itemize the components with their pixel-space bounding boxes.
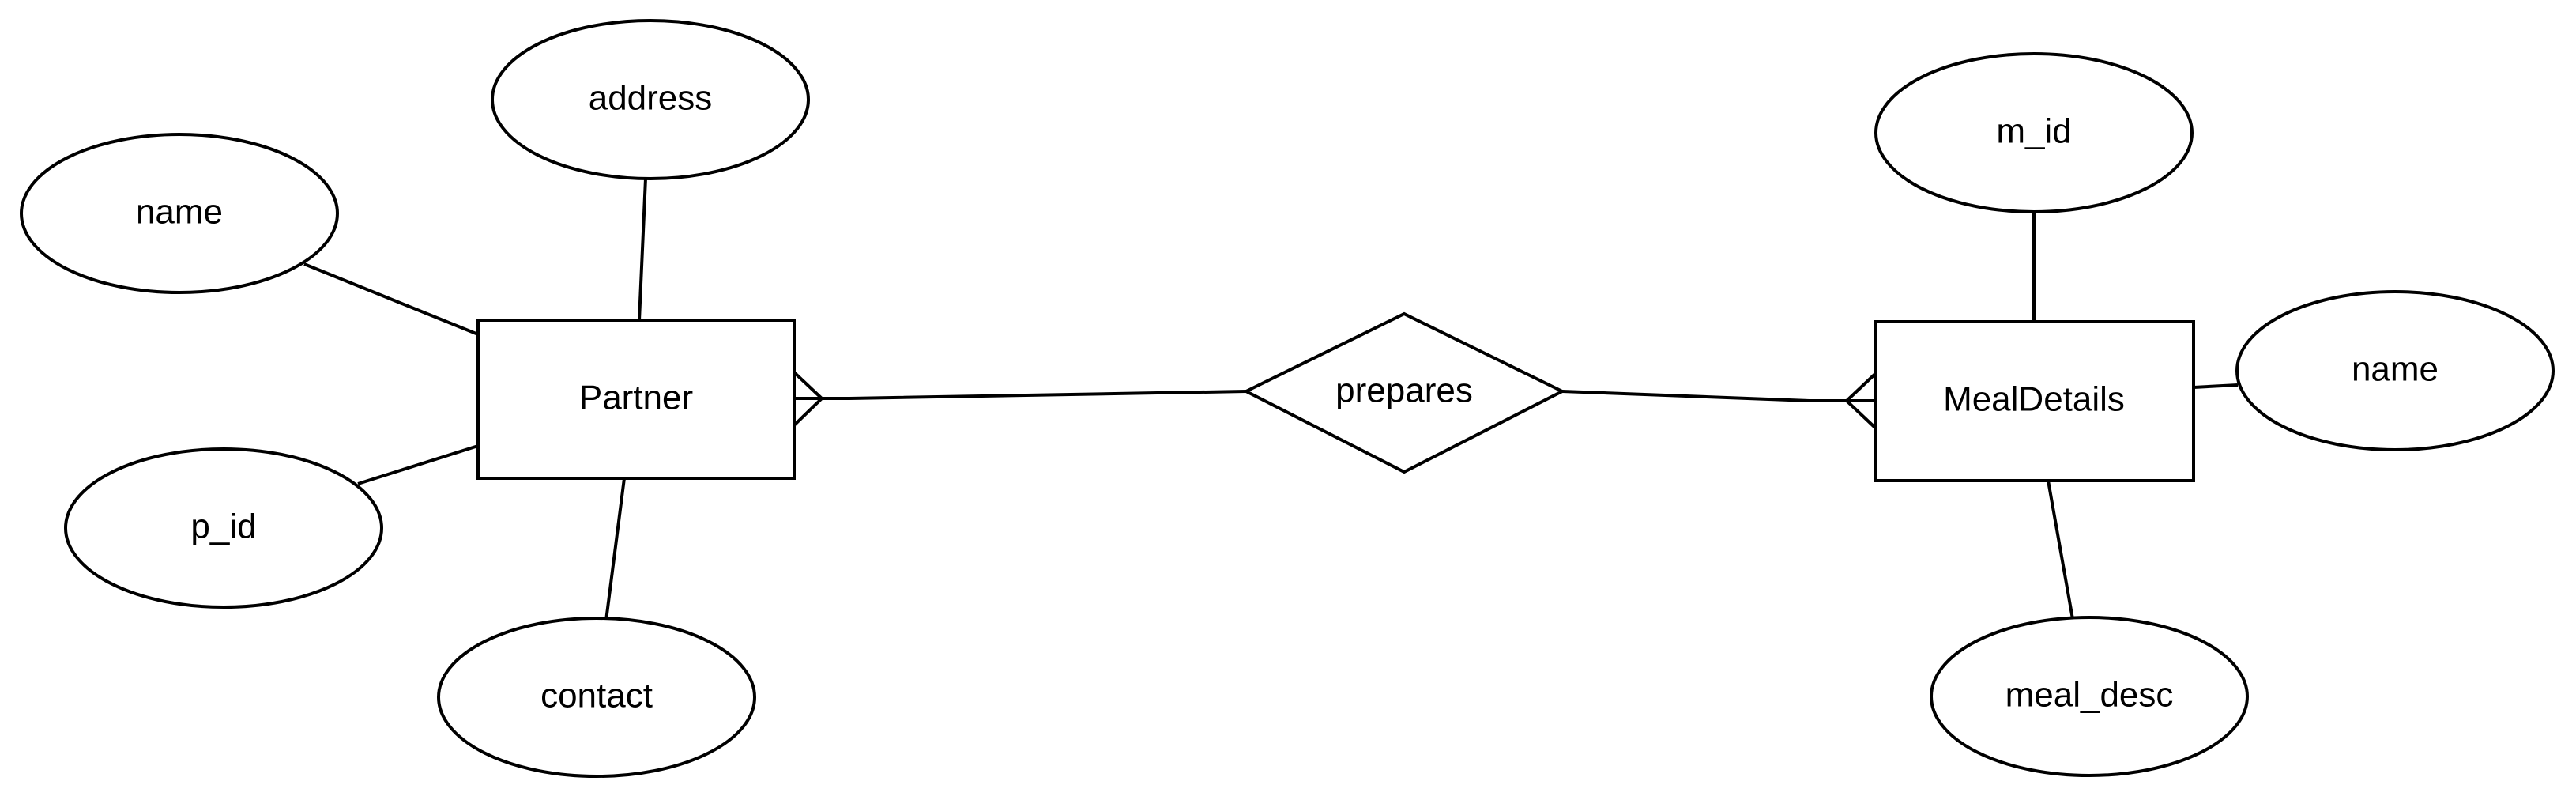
attribute-m-id-label: m_id xyxy=(1996,112,2071,151)
edge-prepares-mealdetails xyxy=(1561,390,1875,402)
attribute-address: address xyxy=(491,19,810,180)
attribute-m-id: m_id xyxy=(1874,52,2194,213)
edge-name-mealdetails xyxy=(2193,383,2239,389)
relationship-prepares-label: prepares xyxy=(1335,372,1473,410)
edge-partner-prepares xyxy=(794,390,1247,400)
relationship-prepares: prepares xyxy=(1242,311,1566,474)
edge-address-partner xyxy=(638,178,647,321)
crowsfoot-mealdetails xyxy=(1844,372,1877,429)
attribute-meal-desc-label: meal_desc xyxy=(2005,676,2174,715)
entity-mealdetails: MealDetails xyxy=(1874,320,2195,482)
attribute-p-id-label: p_id xyxy=(190,508,256,546)
attribute-name-partner-label: name xyxy=(136,193,223,232)
edge-mealdesc-mealdetails xyxy=(2047,480,2074,620)
edge-pid-partner xyxy=(357,444,479,485)
edge-name-partner xyxy=(303,262,479,336)
attribute-contact-label: contact xyxy=(540,677,653,715)
attribute-name-meal: name xyxy=(2235,290,2555,451)
entity-partner: Partner xyxy=(476,319,796,480)
edge-contact-partner xyxy=(604,477,626,621)
entity-partner-label: Partner xyxy=(579,379,693,417)
crowsfoot-partner xyxy=(793,371,824,427)
attribute-address-label: address xyxy=(589,79,713,118)
entity-mealdetails-label: MealDetails xyxy=(1943,380,2125,419)
attribute-contact: contact xyxy=(437,617,756,778)
attribute-name-partner: name xyxy=(20,133,339,294)
attribute-p-id: p_id xyxy=(64,447,383,609)
attribute-name-meal-label: name xyxy=(2352,350,2439,389)
attribute-meal-desc: meal_desc xyxy=(1930,616,2249,777)
